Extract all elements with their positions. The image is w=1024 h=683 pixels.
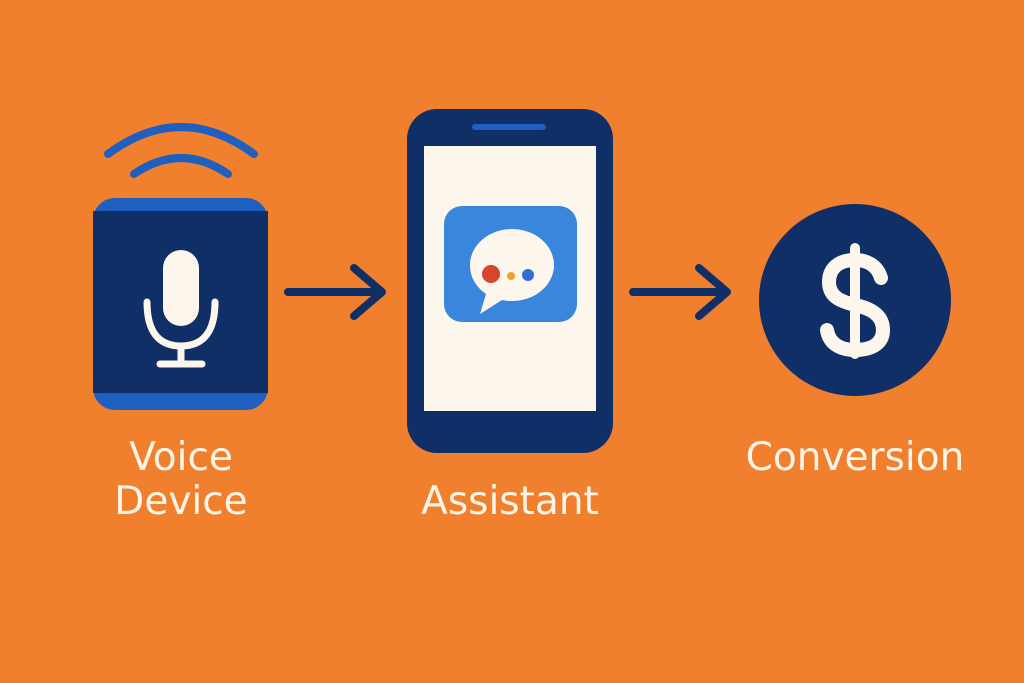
voice-speaker-microphone-icon — [93, 123, 268, 410]
arrow-right-icon — [629, 264, 731, 320]
node-label-assistant: Assistant — [404, 480, 616, 524]
node-label-line: Conversion — [745, 435, 965, 480]
chat-bubble-icon — [444, 206, 577, 322]
dollar-sign-icon — [820, 243, 891, 359]
node-label-voice-device: Voice Device — [86, 436, 276, 524]
arrow-right-icon — [284, 264, 386, 320]
dollar-coin-icon — [759, 204, 951, 396]
signal-wave-outer-icon — [104, 123, 258, 158]
node-label-line: Assistant — [421, 479, 599, 524]
node-label-line: Device — [114, 479, 248, 524]
microphone-icon — [163, 250, 199, 326]
dot-blue-icon — [522, 269, 534, 281]
smartphone-chat-assistant-icon — [407, 109, 613, 453]
node-label-conversion: Conversion — [722, 436, 988, 480]
node-label-line: Voice — [129, 435, 233, 480]
dot-red-icon — [482, 265, 500, 283]
signal-wave-inner-icon — [130, 154, 232, 178]
dot-orange-icon — [507, 272, 515, 280]
